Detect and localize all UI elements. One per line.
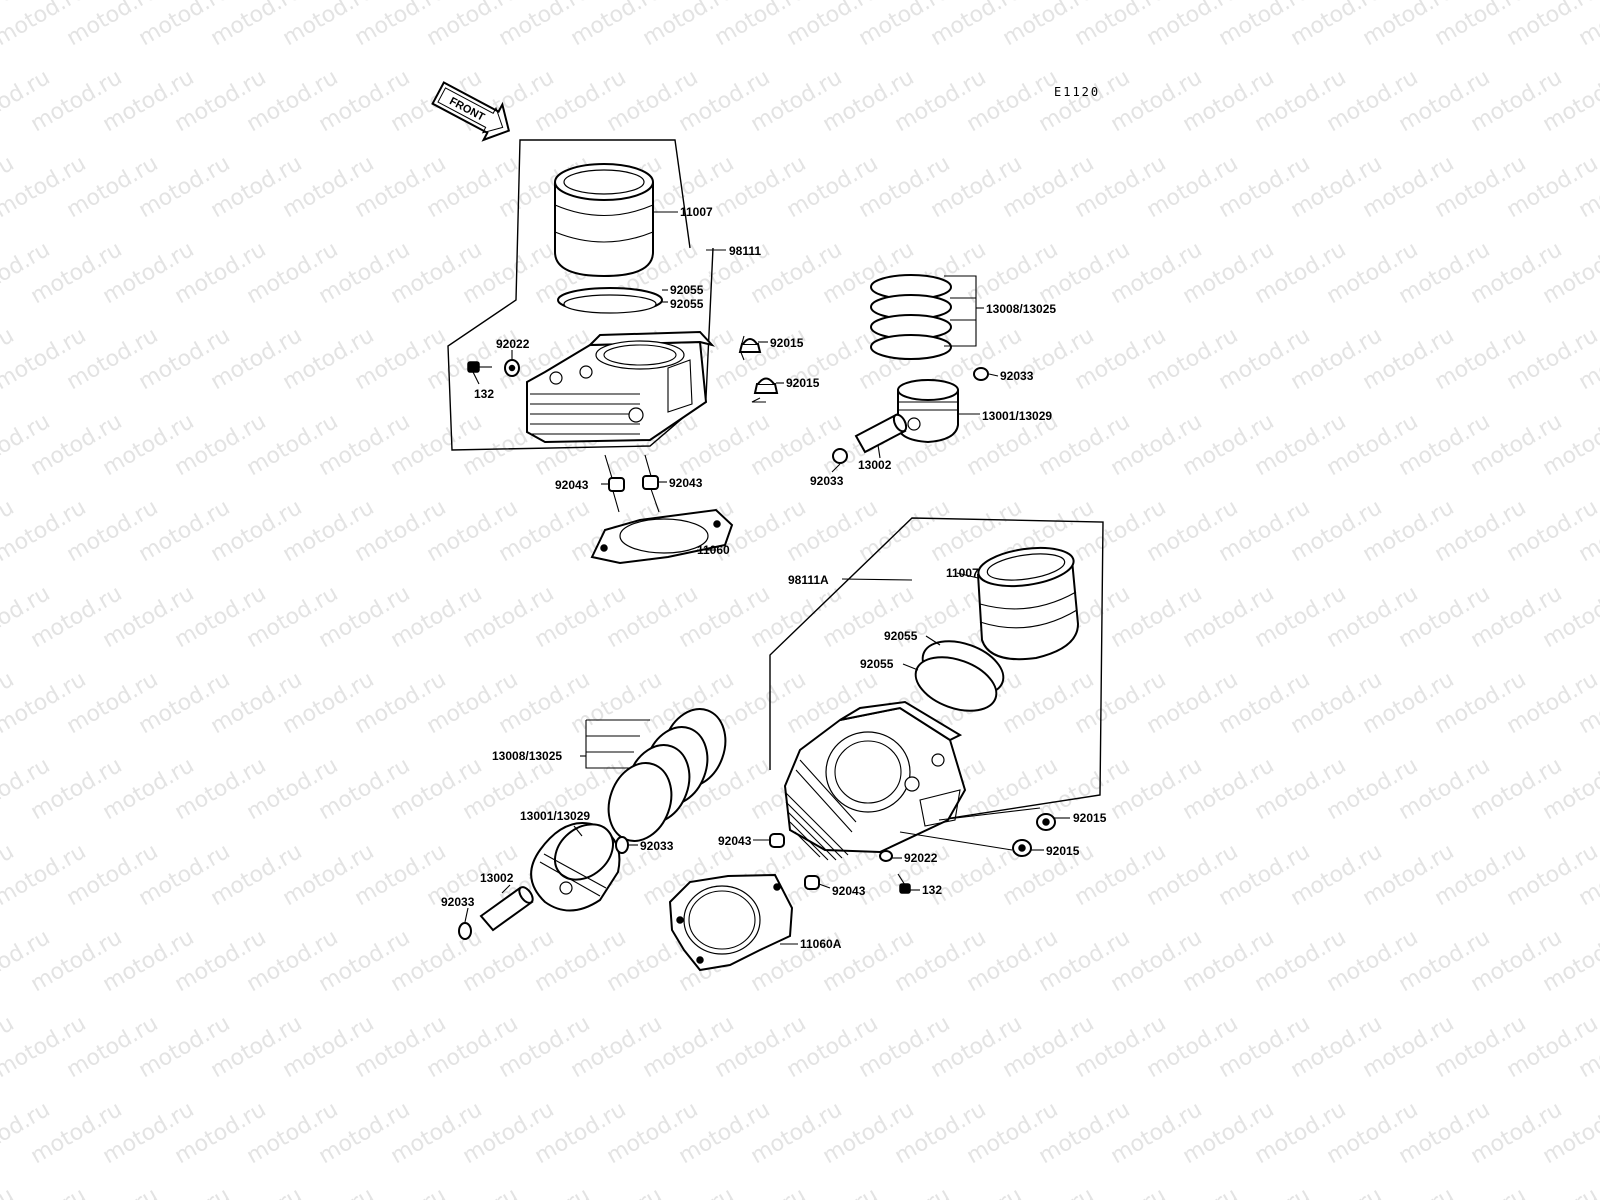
dowel-pin [804, 875, 820, 890]
circlip [458, 922, 472, 940]
cap-nut [1012, 839, 1032, 857]
callout-bot-92022: 92022 [904, 851, 938, 865]
cap-nut [1036, 813, 1056, 831]
piston-pin [854, 413, 908, 454]
cylinder-block [783, 700, 967, 861]
callout-top-92022: 92022 [496, 337, 530, 351]
callout-bot-92043-a: 92043 [718, 834, 752, 848]
callout-bot-13008-13025: 13008/13025 [492, 749, 562, 763]
bolt [897, 873, 911, 894]
circlip [615, 836, 629, 854]
callout-top-92043-left: 92043 [555, 478, 589, 492]
callout-top-92055-b: 92055 [670, 297, 704, 311]
callout-bot-132: 132 [922, 883, 942, 897]
callout-top-13001-13029: 13001/13029 [982, 409, 1052, 423]
callout-bot-92015-b: 92015 [1046, 844, 1080, 858]
base-gasket [668, 873, 794, 972]
cap-nut [753, 377, 779, 394]
callout-bot-92055-b: 92055 [860, 657, 894, 671]
callout-bot-13002: 13002 [480, 871, 514, 885]
callout-bot-92033-b: 92033 [441, 895, 475, 909]
callout-bot-11007: 11007 [946, 566, 979, 580]
piston [897, 379, 959, 444]
piston-rings [607, 708, 727, 842]
callout-bot-13001-13029: 13001/13029 [520, 809, 590, 823]
front-cylinder-assembly [458, 517, 1104, 972]
callout-bot-92033-a: 92033 [640, 839, 674, 853]
callout-top-92055-a: 92055 [670, 283, 704, 297]
cylinder-block [526, 330, 716, 444]
callout-top-11007: 11007 [680, 205, 713, 219]
callout-bot-98111A: 98111A [788, 573, 829, 587]
callout-bot-92043-b: 92043 [832, 884, 866, 898]
piston-rings [870, 274, 952, 360]
callout-top-92033-b: 92033 [810, 474, 844, 488]
callout-top-92015-a: 92015 [770, 336, 804, 350]
callout-top-13008-13025: 13008/13025 [986, 302, 1056, 316]
circlip [973, 367, 989, 381]
callout-top-11060: 11060 [697, 543, 730, 557]
callout-bot-92055-a: 92055 [884, 629, 918, 643]
callout-labels: 11007 98111 92055 92055 92022 132 92015 … [441, 205, 1107, 951]
washer [879, 850, 893, 862]
washer [504, 359, 520, 377]
piston [530, 822, 621, 912]
callout-top-132: 132 [474, 387, 494, 401]
piston-pin [479, 886, 534, 932]
callout-top-13002: 13002 [858, 458, 892, 472]
o-ring [563, 294, 657, 314]
callout-top-92043-right: 92043 [669, 476, 703, 490]
callout-top-92033-a: 92033 [1000, 369, 1034, 383]
callout-top-92015-b: 92015 [786, 376, 820, 390]
dowel-pin [769, 833, 785, 848]
cylinder-sleeve [554, 163, 654, 278]
circlip [832, 448, 848, 464]
callout-top-98111: 98111 [729, 244, 761, 258]
dowel-pin [608, 477, 625, 492]
diagram-code: E1120 [1054, 85, 1100, 99]
callout-bot-92015-a: 92015 [1073, 811, 1107, 825]
cylinder-sleeve [977, 546, 1080, 661]
rear-cylinder-assembly [447, 139, 999, 565]
callout-bot-11060A: 11060A [800, 937, 842, 951]
dowel-pin [642, 475, 659, 490]
